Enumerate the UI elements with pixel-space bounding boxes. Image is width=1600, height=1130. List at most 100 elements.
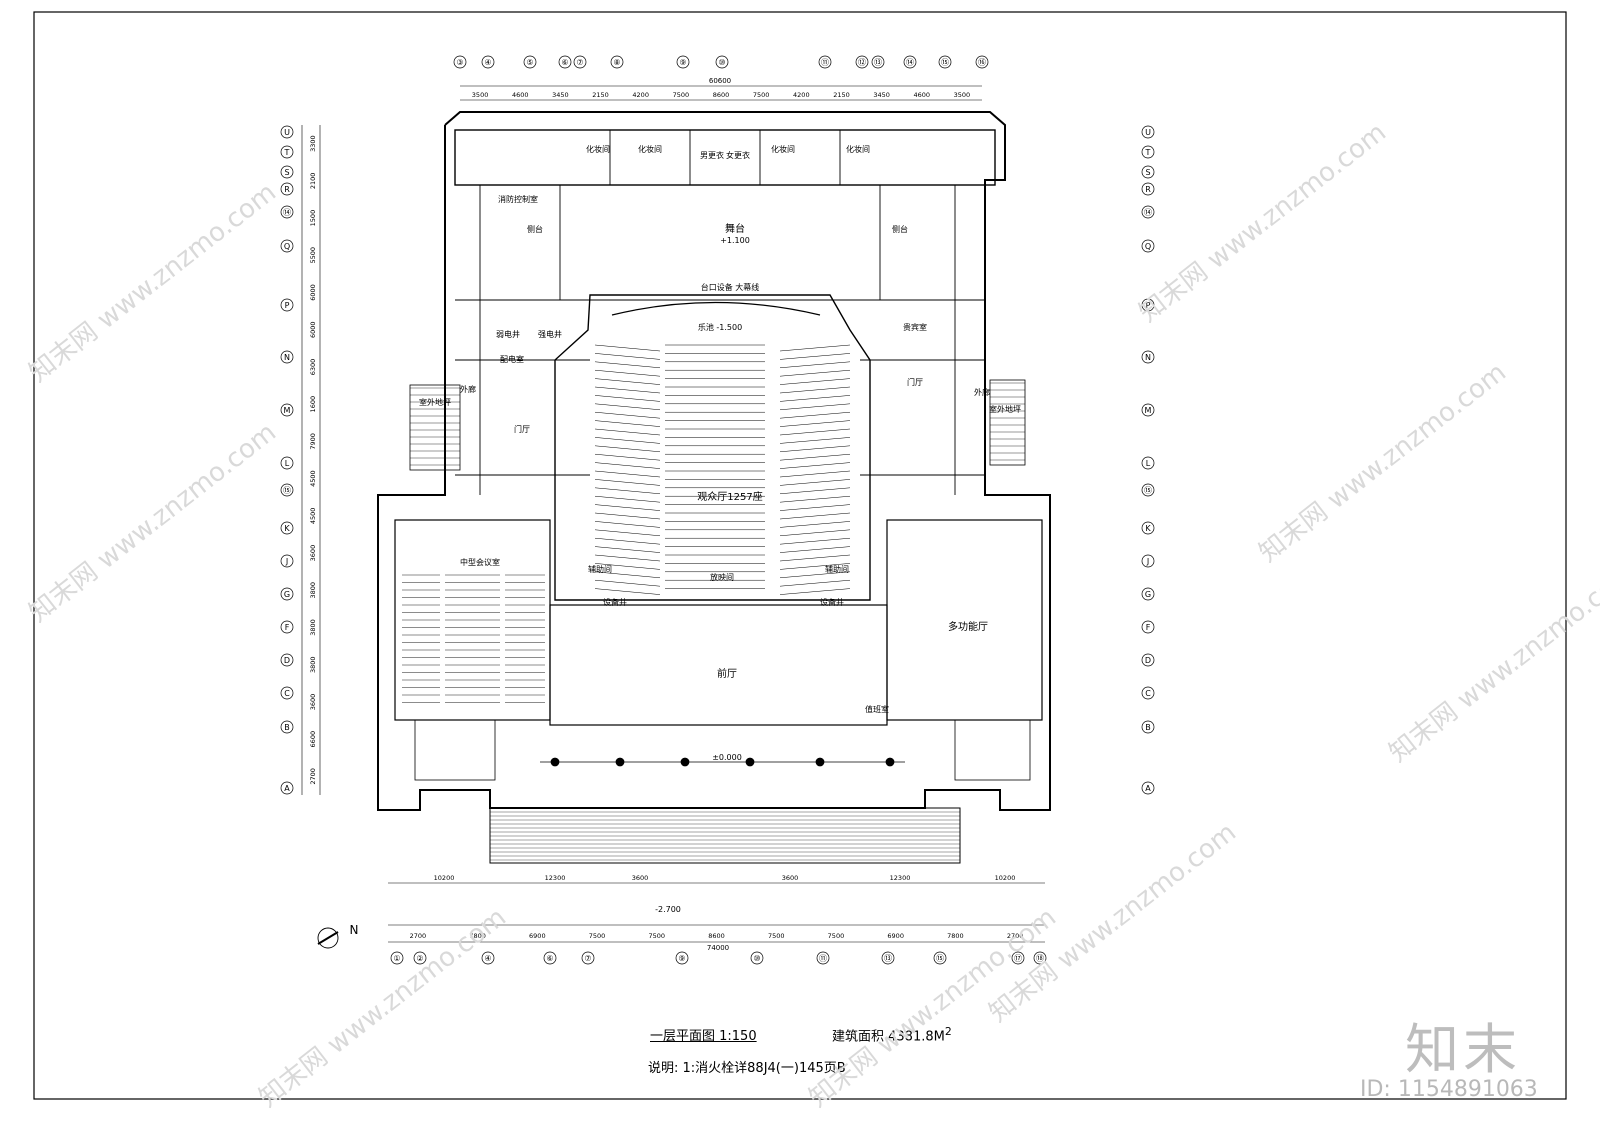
axis-right: U	[1145, 128, 1151, 137]
room-multi: 多功能厅	[948, 620, 988, 633]
dim-top: 7500	[753, 91, 770, 99]
dim-bay: 10200	[434, 874, 455, 882]
room-orchestra: 乐池 -1.500	[698, 322, 742, 332]
area-label: 建筑面积 4381.8M2	[832, 1025, 952, 1044]
room-meeting: 中型会议室	[460, 557, 500, 567]
seat-row	[779, 411, 851, 419]
axis-bottom: ⑬	[884, 954, 892, 963]
building-outline	[377, 111, 1051, 811]
axis-bubble	[676, 55, 690, 69]
axis-bubble	[1141, 521, 1155, 535]
seat-row	[779, 504, 851, 511]
axis-right: Q	[1145, 242, 1151, 251]
axis-bubble	[280, 205, 294, 219]
room-dressing2: 化妆间	[638, 144, 662, 154]
dim-bottom: 2700	[1007, 932, 1024, 940]
axis-bubble	[610, 55, 624, 69]
seat-row	[594, 479, 661, 486]
dim-left: 3800	[309, 656, 317, 673]
axis-right: B	[1145, 723, 1151, 732]
axis-top: ⑭	[906, 58, 914, 67]
axis-bubble	[1141, 456, 1155, 470]
stair-front-left	[414, 719, 496, 781]
seat-row	[779, 428, 851, 436]
room-side_stage_l: 侧台	[527, 224, 543, 234]
axis-right: J	[1146, 557, 1149, 566]
axis-right: T	[1145, 148, 1151, 157]
axis-bubble	[413, 951, 427, 965]
axis-left: R	[284, 185, 290, 194]
axis-bottom: ⑪	[819, 954, 827, 963]
axis-top: ⑯	[978, 58, 986, 67]
seat-row	[779, 403, 851, 411]
axis-bubble	[280, 554, 294, 568]
axis-top: ⑤	[526, 58, 533, 67]
dim-left: 3300	[309, 135, 317, 152]
dim-bottom: 7500	[828, 932, 845, 940]
axis-top: ④	[484, 58, 491, 67]
axis-right: K	[1145, 524, 1151, 533]
axis-bottom: ⑦	[584, 954, 591, 963]
room-curtain: 台口设备 大幕线	[701, 282, 760, 292]
axis-bubble	[543, 951, 557, 965]
stair-left	[409, 384, 461, 471]
axis-bubble	[933, 951, 947, 965]
area-text: 建筑面积 4381.8M	[832, 1029, 945, 1045]
backstage-block	[454, 129, 996, 186]
seat-row	[594, 504, 661, 511]
room-dressing1: 化妆间	[586, 144, 610, 154]
axis-bubble	[855, 55, 869, 69]
axis-bubble	[1011, 951, 1025, 965]
axis-bubble	[1141, 653, 1155, 667]
dim-bottom: 7500	[648, 932, 665, 940]
dim-top: 7500	[673, 91, 690, 99]
seat-row	[594, 546, 661, 553]
seat-row	[594, 529, 661, 537]
seat-row	[594, 369, 661, 377]
dim-bay: 12300	[890, 874, 911, 882]
seat-row	[594, 462, 661, 469]
room-side_stage_r: 侧台	[892, 224, 908, 234]
axis-bubble	[1141, 125, 1155, 139]
dim-top: 3500	[954, 91, 971, 99]
axis-bubble	[1141, 781, 1155, 795]
dim-top: 4600	[913, 91, 930, 99]
multipurpose-block	[886, 519, 1043, 721]
axis-bubble	[975, 55, 989, 69]
dim-left: 5500	[309, 247, 317, 264]
axis-top: ⑦	[576, 58, 583, 67]
room-male: 男更衣	[700, 150, 724, 160]
room-dressing4: 化妆间	[846, 144, 870, 154]
seat-row	[594, 344, 661, 352]
dim-bay: 3600	[632, 874, 649, 882]
axis-left: B	[284, 723, 290, 732]
seat-row	[594, 571, 661, 579]
dim-total-top: 60600	[709, 77, 731, 85]
axis-top: ③	[456, 58, 463, 67]
room-equip_r: 设备井	[820, 597, 844, 607]
axis-bubble	[1141, 686, 1155, 700]
seat-row	[779, 588, 851, 595]
seat-row	[594, 495, 661, 503]
seat-row	[779, 445, 851, 453]
axis-bubble	[818, 55, 832, 69]
seat-row	[594, 537, 661, 545]
dim-top: 3450	[552, 91, 569, 99]
orchestra-pit-edge	[611, 301, 821, 316]
axis-left: N	[284, 353, 290, 362]
dim-bottom: 6900	[887, 932, 904, 940]
axis-bubble	[1141, 145, 1155, 159]
dim-left: 1500	[309, 210, 317, 227]
seat-row	[594, 420, 661, 427]
axis-right: L	[1146, 459, 1151, 468]
axis-bubble	[1141, 205, 1155, 219]
dim-top: 4600	[512, 91, 529, 99]
dim-top: 4200	[632, 91, 649, 99]
room-stage: 舞台	[725, 222, 745, 235]
axis-bubble	[881, 951, 895, 965]
axis-bubble	[481, 951, 495, 965]
axis-bubble	[581, 951, 595, 965]
axis-left: D	[284, 656, 290, 665]
axis-top: ⑥	[561, 58, 568, 67]
dim-left: 4500	[309, 470, 317, 487]
